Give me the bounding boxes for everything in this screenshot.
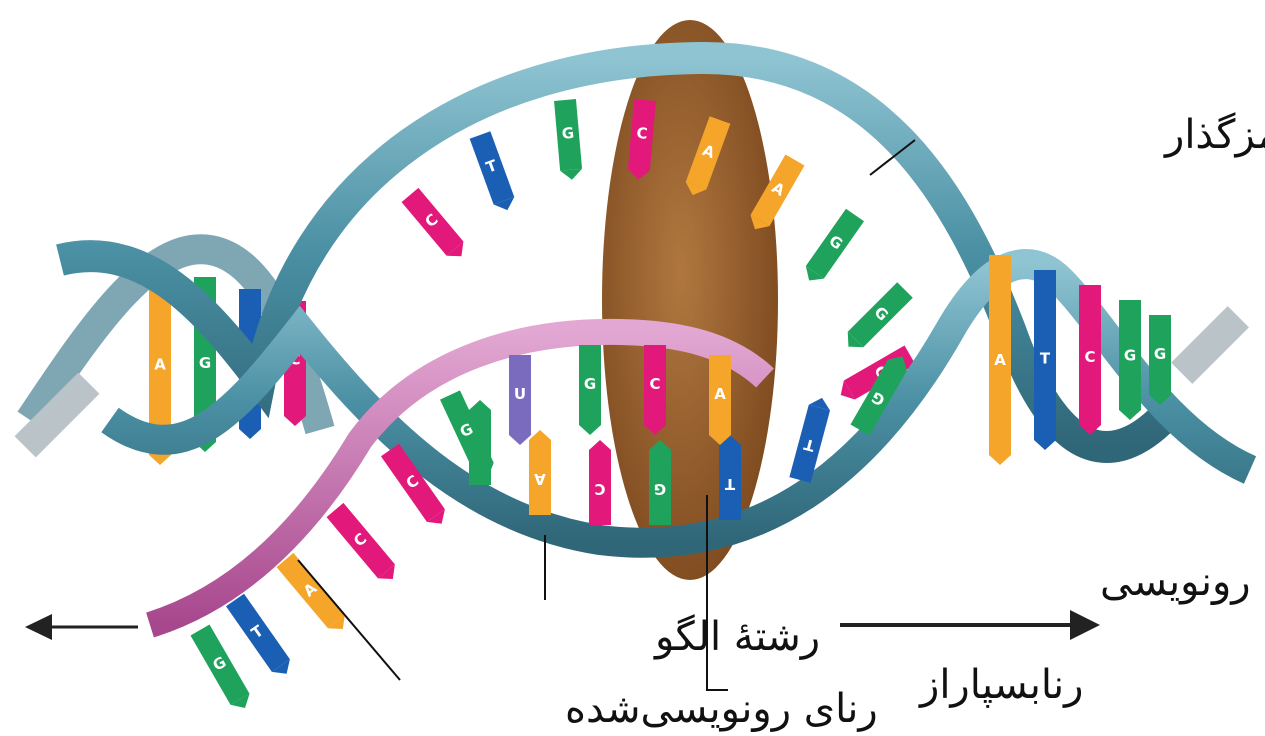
base-letter: A bbox=[154, 356, 166, 374]
coding-base-G: G bbox=[841, 282, 913, 354]
right-base-G: G bbox=[1119, 300, 1141, 420]
template-base-C: C bbox=[589, 440, 611, 525]
base-letter: A bbox=[994, 351, 1006, 369]
right-base-A: A bbox=[989, 255, 1011, 465]
coding-base-G: G bbox=[800, 209, 864, 287]
rna-base-U: U bbox=[509, 355, 531, 445]
base-letter: G bbox=[1124, 347, 1136, 365]
base-letter: C bbox=[636, 124, 649, 143]
base-letter: C bbox=[1084, 348, 1095, 366]
template-base-A: A bbox=[529, 430, 551, 515]
template-base-T: T bbox=[719, 435, 741, 520]
rna-base-G: G bbox=[190, 625, 254, 714]
base-letter: U bbox=[514, 385, 526, 403]
base-letter: G bbox=[561, 124, 575, 143]
right-base-G: G bbox=[1149, 315, 1171, 405]
base-letter: G bbox=[584, 375, 596, 393]
transcribed-rna-label: رنای رونویسی‌شده bbox=[565, 686, 878, 732]
rna-base-C: C bbox=[327, 503, 402, 586]
coding-base-G: G bbox=[554, 99, 583, 181]
rna-base-T: T bbox=[226, 594, 296, 680]
base-letter: G bbox=[1154, 345, 1166, 363]
base-letter: C bbox=[649, 375, 660, 393]
rna-base-A: A bbox=[709, 355, 731, 445]
template-strand-label: رشتهٔ الگو bbox=[653, 614, 820, 660]
rna-base-G: G bbox=[579, 345, 601, 435]
base-letter: T bbox=[724, 475, 735, 493]
base-letter: G bbox=[199, 354, 211, 372]
right-base-T: T bbox=[1034, 270, 1056, 450]
base-letter: T bbox=[1040, 350, 1051, 368]
right-helix-end bbox=[1171, 306, 1249, 384]
base-letter: C bbox=[594, 480, 605, 498]
base-letter: A bbox=[534, 470, 546, 488]
rna-base-A: A bbox=[277, 553, 352, 636]
coding-base-T: T bbox=[470, 131, 518, 214]
left-arrow-icon bbox=[25, 614, 138, 640]
transcription-direction-label: جهت رونویسی bbox=[1100, 559, 1265, 605]
rna-base-C: C bbox=[644, 345, 666, 435]
polymerase-label: رنابسپاراز bbox=[918, 662, 1083, 708]
base-letter: A bbox=[714, 385, 726, 403]
template-base-G: G bbox=[649, 440, 671, 525]
right-base-C: C bbox=[1079, 285, 1101, 435]
coding-base-C: C bbox=[402, 188, 470, 263]
base-letter: G bbox=[654, 480, 666, 498]
right-arrow-icon bbox=[840, 610, 1100, 640]
coding-strand-label: رشتهٔ رمزگذار bbox=[1163, 112, 1265, 158]
rna-polymerase bbox=[602, 20, 778, 580]
